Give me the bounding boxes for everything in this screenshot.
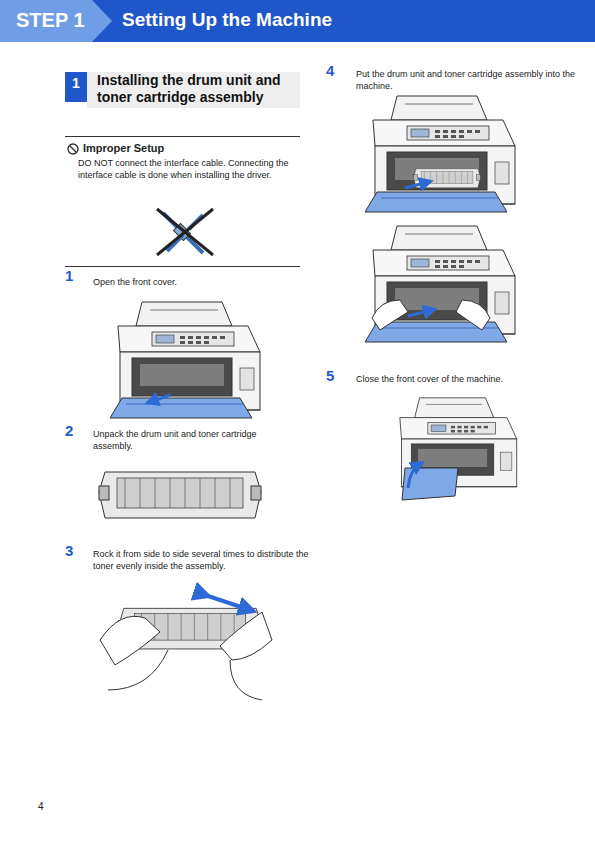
cable-icon	[153, 205, 217, 259]
cartridge-figure	[99, 472, 261, 518]
step-number: 2	[65, 423, 73, 439]
page-title: Setting Up the Machine	[122, 9, 332, 31]
step-text: Put the drum unit and toner cartridge as…	[356, 68, 581, 92]
step-number: 5	[326, 368, 334, 384]
warning-body: DO NOT connect the interface cable. Conn…	[78, 157, 293, 181]
step-number: 3	[65, 543, 73, 559]
step-text: Unpack the drum unit and toner cartridge…	[93, 428, 288, 452]
warning-box: Improper Setup DO NOT connect the interfa…	[65, 136, 300, 267]
step-number: 1	[65, 268, 73, 284]
rocking-figure	[100, 595, 272, 700]
insert-figure	[365, 96, 515, 342]
step-number: 4	[326, 63, 334, 79]
header-band	[0, 0, 595, 42]
printer-figure	[110, 302, 260, 418]
step-tab: STEP 1	[0, 0, 112, 42]
close-figure	[400, 398, 517, 500]
heading-bar	[87, 72, 300, 108]
section-heading: 1 Installing the drum unit and toner cart…	[65, 72, 300, 106]
page-number: 4	[38, 801, 44, 813]
section-number: 1	[65, 72, 87, 102]
step-text: Open the front cover.	[93, 276, 293, 288]
warning-title: Improper Setup	[83, 142, 300, 154]
step-text: Close the front cover of the machine.	[356, 373, 581, 385]
step-text: Rock it from side to side several times …	[93, 548, 318, 572]
prohibit-icon	[67, 143, 79, 155]
tab-text: STEP 1	[0, 0, 112, 32]
section-title: Installing the drum unit and toner cartr…	[97, 72, 300, 106]
